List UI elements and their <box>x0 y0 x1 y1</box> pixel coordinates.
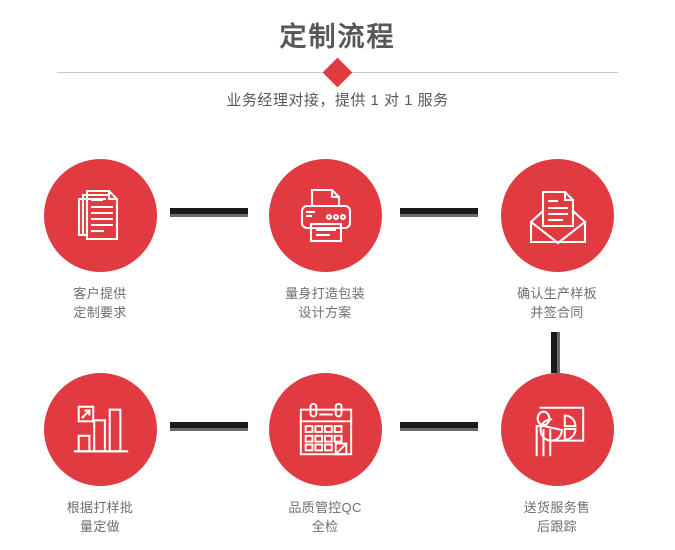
step-3-icon-circle[interactable] <box>501 159 614 272</box>
flow-step-4[interactable]: 根据打样批 量定做 <box>15 373 185 536</box>
flow-step-2[interactable]: 量身打造包装 设计方案 <box>240 159 410 322</box>
connector-3-6 <box>551 332 560 373</box>
title-divider <box>57 57 618 88</box>
documents-stack-icon <box>69 184 133 248</box>
connector-bar <box>400 208 478 214</box>
step-5-icon-circle[interactable] <box>269 373 382 486</box>
envelope-letter-icon <box>526 184 590 248</box>
step-label-line1: 送货服务售 <box>523 500 591 515</box>
bar-chart-growth-icon <box>70 399 132 461</box>
connector-2-3 <box>400 208 478 217</box>
step-label-line1: 确认生产样板 <box>517 286 597 301</box>
presentation-person-icon <box>527 399 589 461</box>
step-label-line1: 客户提供 <box>73 286 127 301</box>
step-6-icon-circle[interactable] <box>501 373 614 486</box>
step-label-line2: 设计方案 <box>298 305 352 320</box>
connector-bar <box>170 208 248 214</box>
flow-step-3-label: 确认生产样板 并签合同 <box>472 284 642 322</box>
page-subtitle: 业务经理对接，提供 1 对 1 服务 <box>226 92 449 109</box>
flow-step-4-label: 根据打样批 量定做 <box>15 498 185 536</box>
connector-shadow <box>400 428 478 431</box>
flow-step-2-label: 量身打造包装 设计方案 <box>240 284 410 322</box>
step-4-icon-circle[interactable] <box>44 373 157 486</box>
flow-step-3[interactable]: 确认生产样板 并签合同 <box>472 159 642 322</box>
connector-bar <box>551 332 557 373</box>
connector-bar <box>400 422 478 428</box>
connector-shadow <box>170 214 248 217</box>
flow-step-1[interactable]: 客户提供 定制要求 <box>15 159 185 322</box>
connector-1-2 <box>170 208 248 217</box>
connector-shadow <box>557 332 560 373</box>
page-header: 定制流程 业务经理对接，提供 1 对 1 服务 <box>0 0 675 140</box>
flow-step-6[interactable]: 送货服务售 后跟踪 <box>472 373 642 536</box>
flow-step-6-label: 送货服务售 后跟踪 <box>472 498 642 536</box>
step-1-icon-circle[interactable] <box>44 159 157 272</box>
process-flow: 客户提供 定制要求 <box>0 140 675 550</box>
flow-step-5[interactable]: 品质管控QC 全检 <box>240 373 410 536</box>
step-label-line2: 后跟踪 <box>537 519 577 534</box>
step-label-line2: 定制要求 <box>73 305 127 320</box>
flow-step-5-label: 品质管控QC 全检 <box>240 498 410 536</box>
connector-shadow <box>400 214 478 217</box>
connector-5-6 <box>400 422 478 431</box>
calendar-check-icon <box>295 399 357 461</box>
diamond-icon <box>322 57 353 88</box>
step-label-line2: 并签合同 <box>530 305 584 320</box>
connector-4-5 <box>170 422 248 431</box>
step-label-line1: 量身打造包装 <box>285 286 365 301</box>
printer-icon <box>294 184 358 248</box>
connector-bar <box>170 422 248 428</box>
step-label-line2: 全检 <box>311 519 339 534</box>
step-2-icon-circle[interactable] <box>269 159 382 272</box>
step-label-line1: 品质管控QC <box>288 500 362 515</box>
connector-shadow <box>170 428 248 431</box>
step-label-line2: 量定做 <box>80 519 120 534</box>
flow-step-1-label: 客户提供 定制要求 <box>15 284 185 322</box>
page-title: 定制流程 <box>279 22 396 52</box>
step-label-line1: 根据打样批 <box>66 500 134 515</box>
